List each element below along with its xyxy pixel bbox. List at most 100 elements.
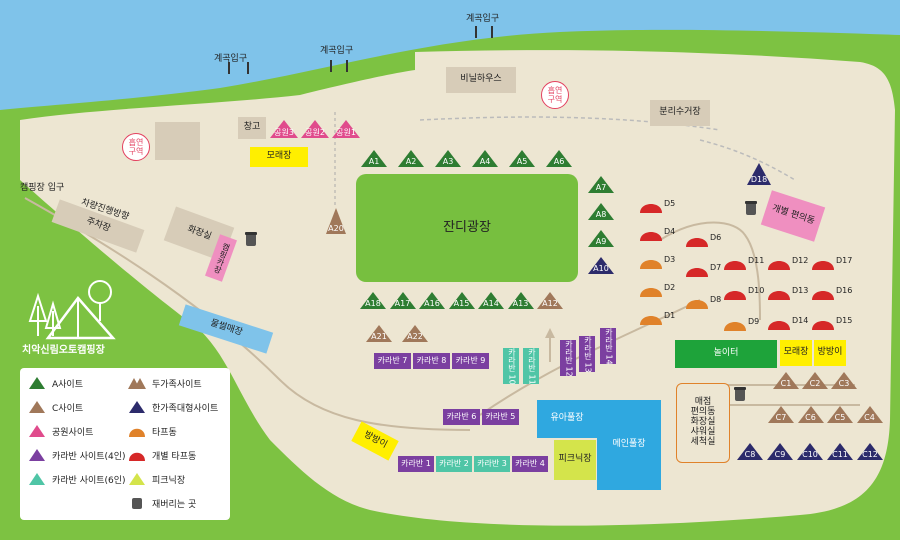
campsite-a1[interactable]: A1 (361, 150, 387, 167)
campsite-a18[interactable]: A18 (360, 292, 386, 309)
caravan-site-카라반3[interactable]: 카라반 3 (474, 456, 510, 472)
campsite-label: A3 (442, 157, 454, 166)
tarp-label: D7 (710, 263, 722, 272)
tarp-site-d13[interactable]: D13 (768, 285, 808, 300)
tarp-site-d16[interactable]: D16 (812, 285, 852, 300)
campsite-c10[interactable]: C10 (797, 443, 823, 460)
campsite-a14[interactable]: A14 (478, 292, 504, 309)
caravan-site-카라반7[interactable]: 카라반 7 (374, 353, 411, 369)
tent-navy-icon (129, 401, 145, 413)
tarp-site-d1[interactable]: D1 (640, 310, 675, 325)
campsite-c1[interactable]: C1 (773, 372, 799, 389)
legend-label: 카라반 사이트(4인) (52, 451, 126, 462)
trash-can-icon (245, 232, 257, 246)
tarp-site-d11[interactable]: D11 (724, 255, 764, 270)
campsite-a8[interactable]: A8 (588, 203, 614, 220)
caravan-site-카라반9[interactable]: 카라반 9 (452, 353, 489, 369)
campsite-c5[interactable]: C5 (827, 406, 853, 423)
caravan-site-카라반14[interactable]: 카라반 14 (600, 328, 616, 364)
legend-item: 공원사이트 (28, 424, 93, 438)
tarp-label: D13 (792, 286, 809, 295)
campsite-a10[interactable]: A10 (588, 257, 614, 274)
double-tent-icon (128, 378, 146, 389)
picnic-area: 피크닉장 (554, 440, 596, 480)
campsite-c12[interactable]: C12 (857, 443, 883, 460)
main-pool: 메인풀장 (597, 400, 661, 490)
campsite-c2[interactable]: C2 (802, 372, 828, 389)
legend-label: 개별 타프동 (152, 451, 197, 462)
tarp-label: D2 (664, 283, 676, 292)
tarp-site-d4[interactable]: D4 (640, 226, 675, 241)
caravan-site-카라반1[interactable]: 카라반 1 (398, 456, 434, 472)
caravan-site-카라반4[interactable]: 카라반 4 (512, 456, 548, 472)
trash-can-icon (745, 201, 757, 215)
campsite-a12[interactable]: A12 (537, 292, 563, 309)
caravan-site-카라반13[interactable]: 카라반 13 (579, 336, 595, 372)
campsite-label: A4 (479, 157, 491, 166)
campsite-c4[interactable]: C4 (856, 406, 883, 423)
campsite-공원2[interactable]: 공원2 (301, 120, 329, 138)
road (24, 197, 471, 431)
caravan-site-카라반5[interactable]: 카라반 5 (482, 409, 519, 425)
tarp-site-d7[interactable]: D7 (686, 262, 721, 277)
spring-room-right: 방방이 (814, 340, 846, 366)
campsite-a7[interactable]: A7 (588, 176, 614, 193)
tarp-label: D9 (748, 317, 760, 326)
tarp-site-d14[interactable]: D14 (768, 315, 808, 330)
campsite-a13[interactable]: A13 (507, 292, 534, 309)
legend-item: 한가족대형사이트 (128, 400, 218, 414)
legend-item: 타프동 (128, 424, 177, 438)
caravan-site-카라반2[interactable]: 카라반 2 (436, 456, 472, 472)
legend-label: 한가족대형사이트 (152, 403, 219, 414)
caravan-site-카라반11[interactable]: 카라반 11 (523, 348, 539, 384)
entrance-label-left: 계곡입구 (214, 54, 248, 64)
campsite-c6[interactable]: C6 (797, 406, 824, 423)
caravan-site-카라반6[interactable]: 카라반 6 (443, 409, 480, 425)
campsite-공원1[interactable]: 공원1 (332, 120, 360, 138)
campsite-c8[interactable]: C8 (737, 443, 763, 460)
tarp-site-d12[interactable]: D12 (768, 255, 808, 270)
campsite-a20[interactable]: A20 (326, 208, 346, 234)
campsite-label: A5 (516, 157, 528, 166)
campsite-label: C7 (775, 413, 787, 422)
tarp-site-d6[interactable]: D6 (686, 232, 721, 247)
tarp-site-d2[interactable]: D2 (640, 282, 675, 297)
campsite-label: A16 (424, 299, 440, 308)
storage-area (155, 122, 200, 160)
tarp-site-d15[interactable]: D15 (812, 315, 852, 330)
campsite-a9[interactable]: A9 (588, 230, 614, 247)
caravan-site-카라반12[interactable]: 카라반 12 (560, 340, 576, 376)
campsite-label: A6 (553, 157, 565, 166)
legend-item: 재버리는 곳 (128, 496, 196, 510)
campsite-a2[interactable]: A2 (398, 150, 424, 167)
campsite-a22[interactable]: A22 (402, 325, 428, 342)
campsite-a16[interactable]: A16 (419, 292, 445, 309)
tent-purple-icon (29, 449, 45, 461)
campsite-c11[interactable]: C11 (827, 443, 853, 460)
tarp-site-d17[interactable]: D17 (812, 255, 852, 270)
tarp-site-d8[interactable]: D8 (686, 294, 721, 309)
campsite-a6[interactable]: A6 (546, 150, 572, 167)
campsite-a3[interactable]: A3 (435, 150, 461, 167)
campsite-c9[interactable]: C9 (767, 443, 793, 460)
caravan-site-카라반8[interactable]: 카라반 8 (413, 353, 450, 369)
tarp-site-d9[interactable]: D9 (724, 316, 759, 331)
tarp-site-d10[interactable]: D10 (724, 285, 764, 300)
campsite-공원3[interactable]: 공원3 (270, 120, 298, 138)
tent-green-icon (29, 377, 45, 389)
campsite-c7[interactable]: C7 (768, 406, 794, 423)
campsite-d18[interactable]: D18 (747, 163, 771, 185)
campsite-label: A14 (483, 299, 499, 308)
tarp-site-d5[interactable]: D5 (640, 198, 675, 213)
caravan-site-카라반10[interactable]: 카라반 10 (503, 348, 519, 384)
warehouse: 창고 (238, 117, 266, 139)
campsite-c3[interactable]: C3 (831, 372, 857, 389)
campsite-a21[interactable]: A21 (366, 325, 392, 342)
campsite-a15[interactable]: A15 (448, 292, 475, 309)
campsite-a4[interactable]: A4 (472, 150, 498, 167)
river (0, 0, 900, 110)
tarp-site-d3[interactable]: D3 (640, 254, 675, 269)
campsite-a5[interactable]: A5 (509, 150, 535, 167)
tarp-label: D1 (664, 311, 676, 320)
campsite-a17[interactable]: A17 (389, 292, 416, 309)
